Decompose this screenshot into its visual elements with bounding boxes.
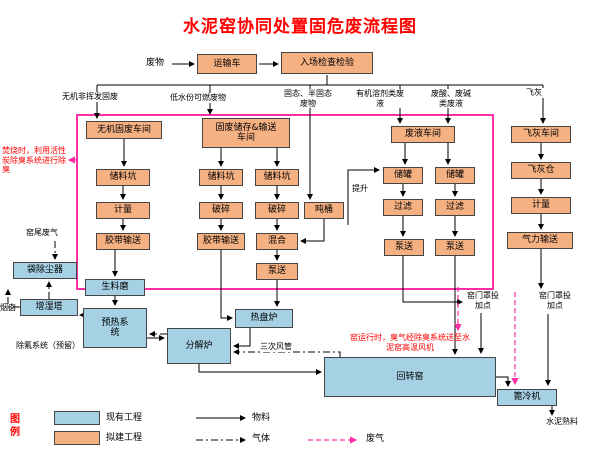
- branch-fly-ash: 飞灰: [522, 88, 546, 98]
- flyash-silo-box: 飞灰仓: [511, 162, 571, 179]
- filter-1-box: 过滤: [383, 199, 423, 216]
- branch-low-moisture-combustible: 低水份可燃废物: [166, 93, 230, 103]
- belt-conveyor-1-box: 胶带输送: [96, 233, 150, 250]
- legend-title: 图例: [10, 414, 20, 438]
- calciner-box: 分解炉: [167, 328, 231, 364]
- storage-pit-3-box: 储料坑: [255, 169, 299, 186]
- defluorination-reserved-label: 除氟系统（预留）: [16, 341, 80, 350]
- storage-tank-1-box: 储罐: [383, 167, 423, 184]
- legend-gas-label: 气体: [252, 434, 271, 444]
- solid-storage-workshop-box: 固废储存&输送车间: [202, 118, 290, 148]
- transport-truck-box: 运输车: [197, 54, 257, 74]
- branch-acid-alkali-liquid: 废酸、废碱类废液: [428, 89, 474, 109]
- rotary-kiln-box: 回转窑: [324, 357, 496, 397]
- humidifier-tower-box: 增湿塔: [20, 299, 78, 316]
- chimney-label: 烟囱: [0, 303, 16, 312]
- kiln-hood-dosing-point-1-label: 窑门罩投加点: [467, 291, 499, 310]
- tertiary-air-duct-label: 三次风管: [260, 342, 292, 352]
- storage-tank-2-box: 储罐: [435, 167, 475, 184]
- crusher-1-box: 破碎: [199, 202, 243, 219]
- inorganic-workshop-box: 无机固废车间: [86, 121, 162, 139]
- legend-existing-label: 现有工程: [106, 413, 143, 423]
- bag-dust-collector-box: 袋除尘器: [13, 262, 77, 279]
- pumping-2-box: 泵送: [384, 239, 424, 256]
- belt-conveyor-2-box: 胶带输送: [197, 233, 245, 250]
- lift-label: 提升: [352, 184, 368, 193]
- kiln-hood-dosing-point-2-label: 窑门罩投加点: [539, 291, 571, 310]
- entry-inspection-box: 入场检查检验: [281, 52, 373, 74]
- grate-cooler-box: 篦冷机: [497, 389, 557, 406]
- branch-organic-solvent-liquid: 有机溶剂类废液: [354, 89, 406, 109]
- exhaust-gas-arrows: [67, 156, 519, 444]
- waste-label: 废物: [146, 58, 165, 68]
- material-flow-arrows: [94, 61, 555, 421]
- odor-control-note: 焚烧时，利用活性炭除臭系统进行除臭: [2, 146, 66, 175]
- legend-exhaust-label: 废气: [366, 434, 385, 444]
- page-title: 水泥窑协同处置固危废流程图: [183, 17, 417, 37]
- workshop-boundary: [76, 114, 494, 290]
- storage-pit-1-box: 储料坑: [96, 169, 150, 186]
- pneumatic-conveying-box: 气力输送: [507, 232, 573, 249]
- pumping-1-box: 泵送: [256, 263, 298, 280]
- metering-2-box: 计量: [511, 197, 571, 214]
- gas-flow-arrows: [5, 241, 341, 443]
- preheater-box: 预热系统: [83, 308, 147, 348]
- legend-material-label: 物料: [252, 413, 271, 423]
- metering-1-box: 计量: [96, 202, 150, 219]
- kiln-running-odor-note: 窑运行时，臭气经除臭系统送至水泥窑高温风机: [350, 333, 470, 352]
- cement-clinker-label: 水泥熟料: [546, 417, 578, 426]
- raw-mill-box: 生料磨: [85, 279, 145, 296]
- legend-existing-swatch: [54, 411, 100, 425]
- hot-disc-furnace-box: 热盘炉: [235, 309, 293, 328]
- crusher-2-box: 破碎: [255, 202, 299, 219]
- branch-inorganic-nonvolatile: 无机非挥发固废: [56, 92, 124, 102]
- kiln-tail-gas-label: 窑尾废气: [26, 228, 58, 237]
- ton-barrel-box: 吨桶: [304, 202, 344, 219]
- storage-pit-2-box: 储料坑: [199, 169, 243, 186]
- filter-2-box: 过滤: [435, 199, 475, 216]
- legend-proposed-label: 拟建工程: [106, 433, 143, 443]
- liquid-workshop-box: 废液车间: [391, 126, 455, 143]
- flyash-workshop-box: 飞灰车间: [511, 126, 571, 143]
- mixing-box: 混合: [256, 233, 298, 250]
- legend-proposed-swatch: [54, 431, 100, 445]
- pumping-3-box: 泵送: [435, 239, 475, 256]
- branch-solid-semisolid: 固态、半固态废物: [282, 89, 334, 109]
